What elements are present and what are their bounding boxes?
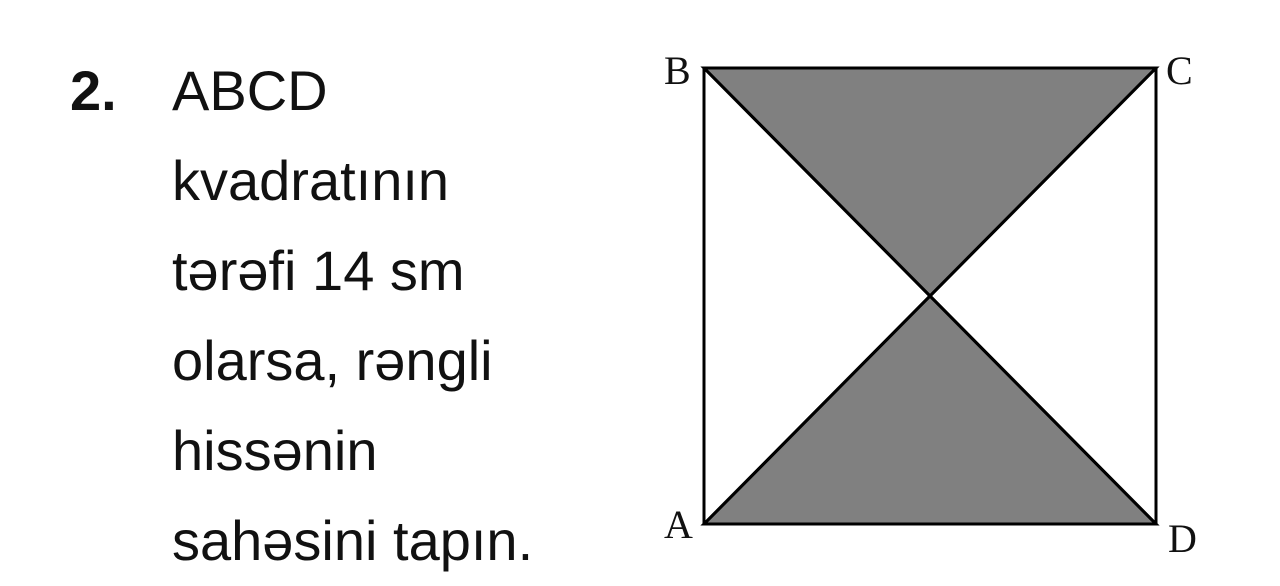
vertex-label-a: A — [664, 502, 693, 547]
problem-number: 2. — [70, 59, 117, 122]
statement-line-2: kvadratının — [172, 149, 450, 212]
square-figure: B C A D — [664, 48, 1197, 560]
vertex-label-c: C — [1166, 48, 1193, 93]
vertex-label-d: D — [1168, 516, 1197, 560]
shaded-triangle-bottom — [700, 293, 1160, 526]
statement-line-4: olarsa, rəngli — [172, 329, 493, 392]
vertex-label-b: B — [664, 48, 691, 93]
statement-line-5: hissənin — [172, 419, 378, 482]
problem-statement: ABCD kvadratının tərəfi 14 sm olarsa, rə… — [172, 46, 533, 586]
statement-line-1: ABCD — [172, 59, 328, 122]
statement-line-6: sahəsini tapın. — [172, 509, 534, 572]
shaded-triangle-top — [700, 66, 1160, 299]
square-outline — [702, 66, 1158, 526]
statement-line-3: tərəfi 14 sm — [172, 239, 465, 302]
diagonal-ac — [702, 66, 1158, 526]
